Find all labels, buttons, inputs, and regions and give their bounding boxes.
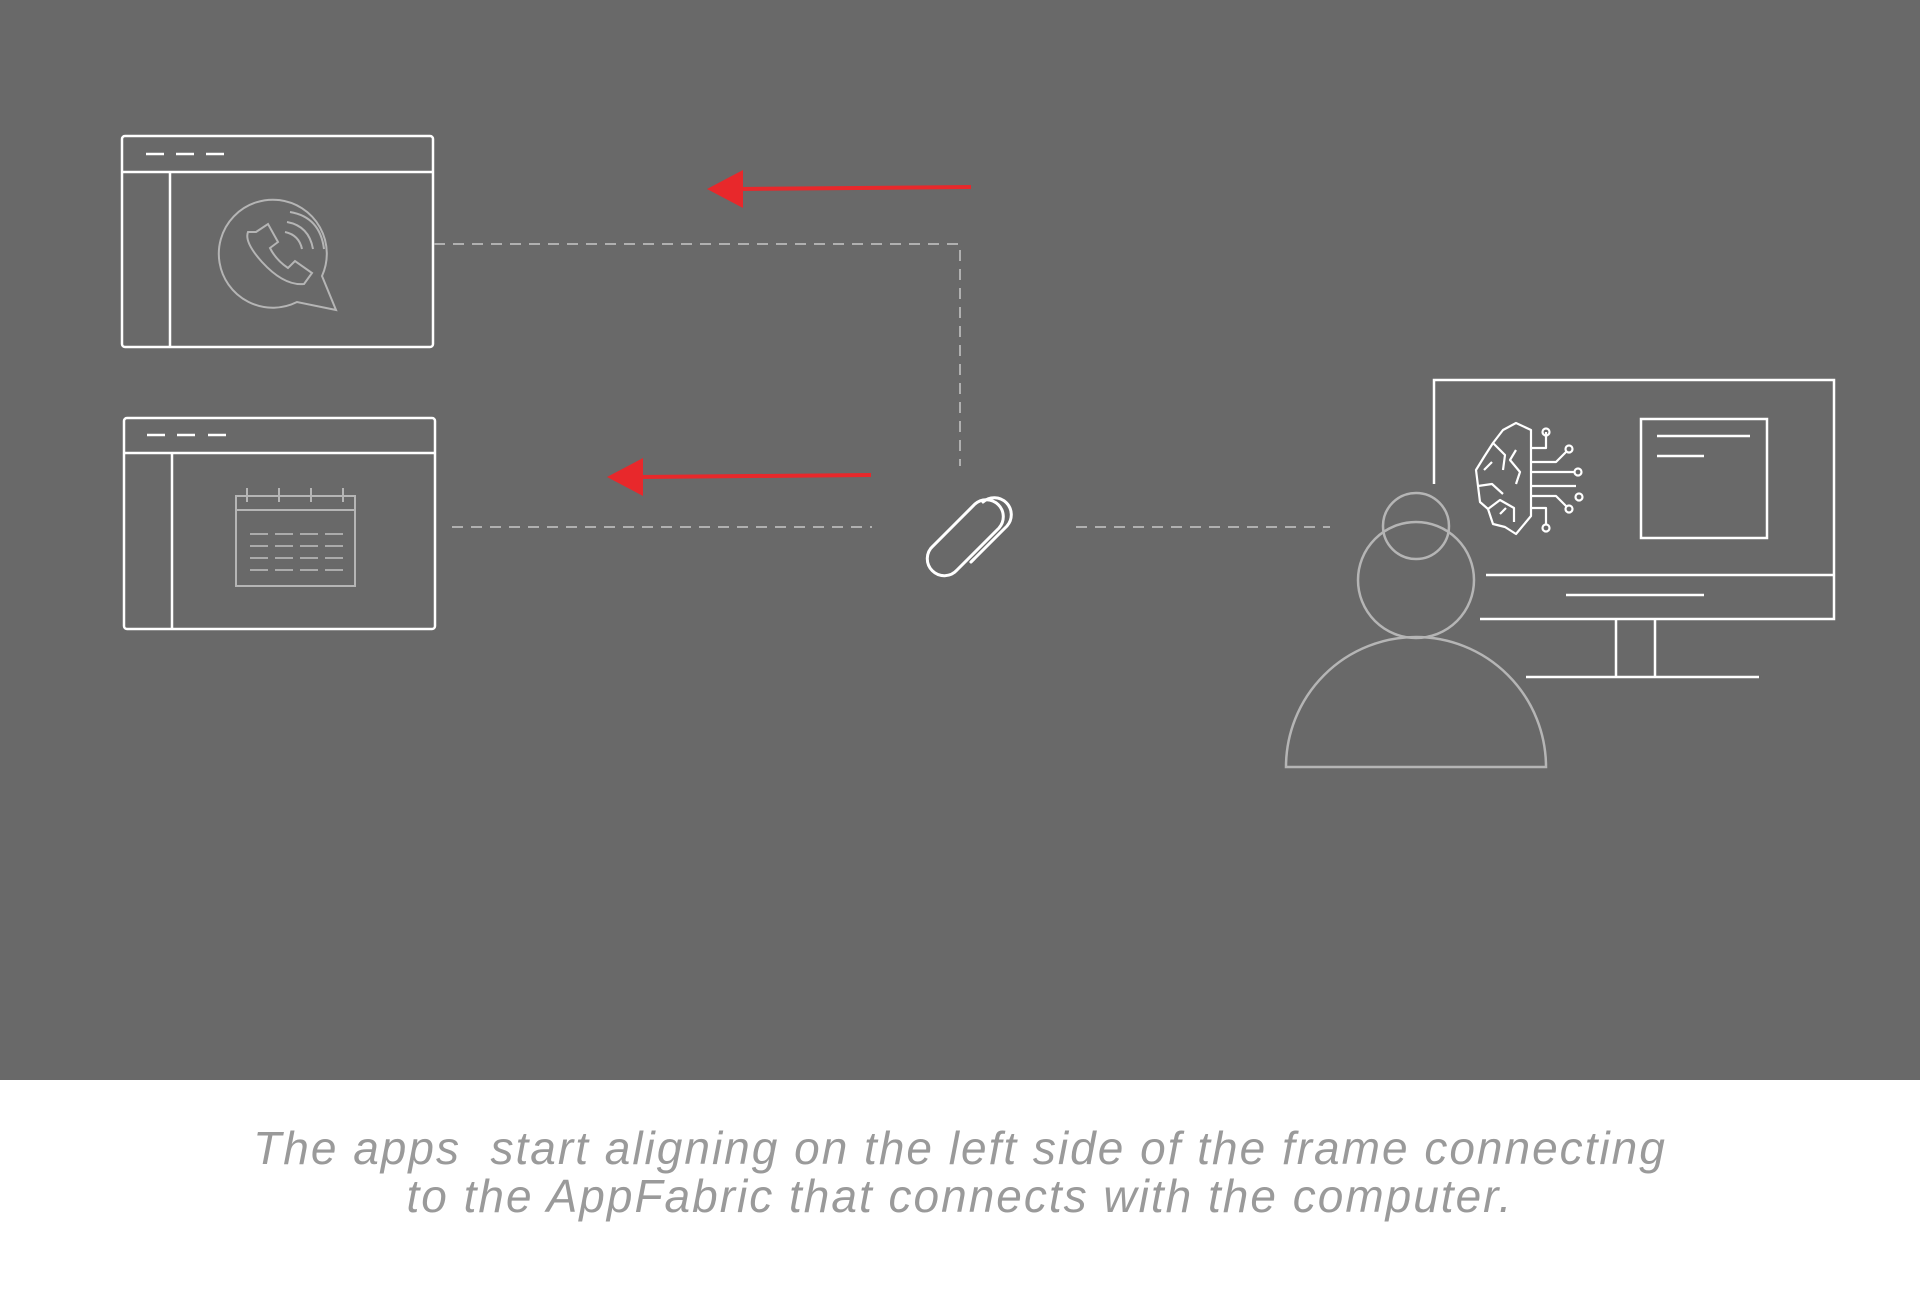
person-body (1284, 635, 1548, 769)
app-window-phone (120, 134, 435, 349)
paperclip-icon (925, 496, 1013, 578)
person-hair-bun (1381, 491, 1451, 561)
caption-line-1: The apps start aligning on the left side… (253, 1122, 1667, 1174)
window-frame (120, 134, 435, 349)
phone-chat-icon (217, 198, 338, 312)
connector-lines (434, 243, 1330, 528)
diagram-canvas (0, 0, 1920, 1080)
window-frame (122, 416, 437, 631)
connector-top-window (434, 243, 961, 466)
red-arrow-bottom (607, 458, 872, 496)
red-arrow-top (707, 170, 972, 208)
brain-circuit-icon (1474, 421, 1584, 536)
document-panel-icon (1639, 417, 1769, 540)
app-window-calendar (122, 416, 437, 631)
person-icon (1284, 491, 1548, 769)
diagram-svg (120, 134, 1836, 769)
caption: The apps start aligning on the left side… (0, 1124, 1920, 1220)
calendar-icon (235, 488, 356, 587)
caption-line-2: to the AppFabric that connects with the … (406, 1170, 1514, 1222)
monitor-icon (1432, 378, 1836, 679)
person-head (1356, 520, 1476, 640)
